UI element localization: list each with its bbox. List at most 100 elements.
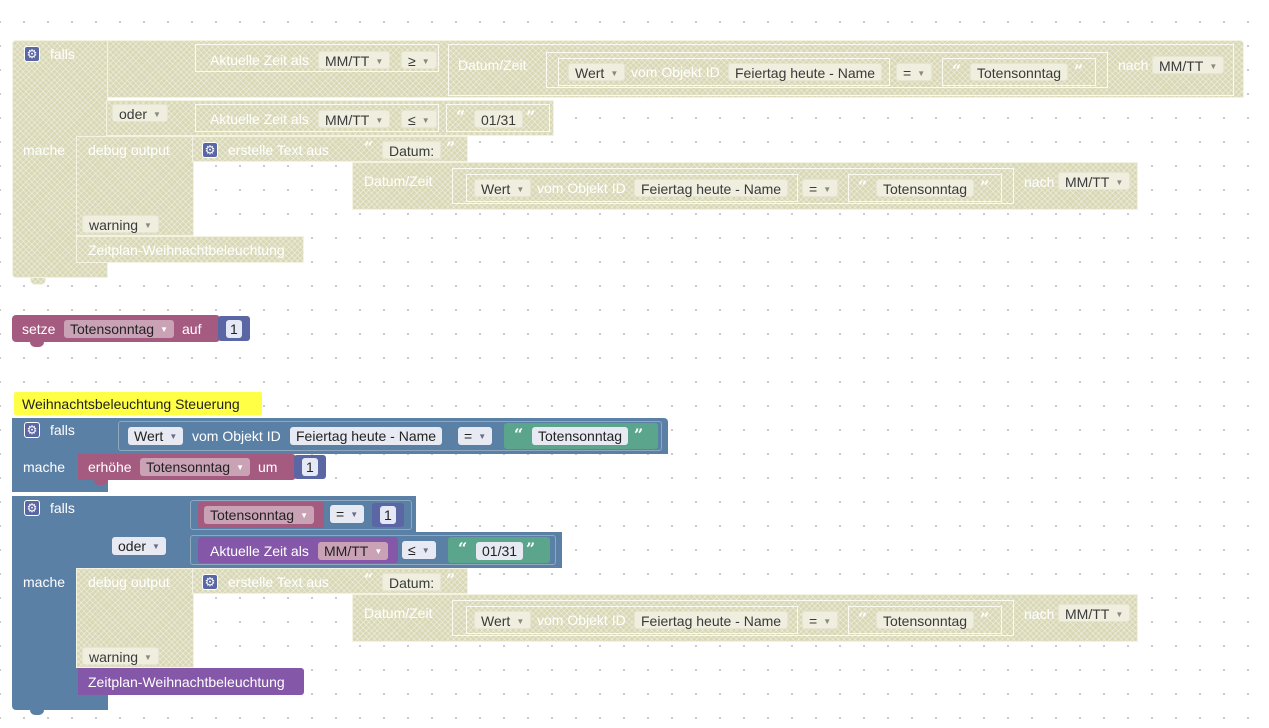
- object-id-label: vom Objekt ID: [192, 428, 281, 444]
- text-value-field[interactable]: Totensonntag: [876, 611, 975, 629]
- operator-ge-dropdown[interactable]: ≥▼: [401, 51, 437, 69]
- date-time-label: Datum/Zeit: [364, 605, 433, 621]
- mache-label: mache: [23, 142, 66, 158]
- text-value-field[interactable]: Datum:: [382, 141, 442, 159]
- wert-dropdown[interactable]: Wert▼: [474, 611, 532, 629]
- dropdown-arrow-icon: ▼: [153, 110, 161, 119]
- compare-block-le[interactable]: [195, 104, 439, 132]
- open-quote-icon: “: [456, 107, 466, 126]
- number-field[interactable]: 1: [226, 320, 242, 338]
- falls-label: falls: [50, 422, 75, 438]
- dropdown-arrow-icon: ▼: [152, 542, 160, 551]
- or-dropdown[interactable]: oder▼: [112, 104, 168, 122]
- operator-eq-dropdown[interactable]: =▼: [896, 63, 933, 81]
- debug-output-label: debug output: [88, 142, 170, 158]
- comment-bubble[interactable]: Weihnachtsbeleuchtung Steuerung: [14, 392, 262, 415]
- gear-icon[interactable]: ⚙: [202, 142, 218, 158]
- text-value-field[interactable]: Datum:: [382, 573, 442, 591]
- number-field[interactable]: 1: [380, 506, 396, 524]
- wert-dropdown[interactable]: Wert▼: [568, 63, 626, 81]
- variable-dropdown[interactable]: Totensonntag▼: [204, 506, 314, 524]
- open-quote-icon: “: [858, 609, 868, 628]
- format-dropdown[interactable]: MM/TT▼: [1058, 172, 1131, 190]
- dropdown-arrow-icon: ▼: [1209, 62, 1218, 71]
- falls-label: falls: [50, 500, 75, 516]
- block-connector-nub: [94, 479, 108, 485]
- close-quote-icon: ”: [446, 138, 456, 157]
- wert-dropdown[interactable]: Wert▼: [128, 427, 184, 445]
- level-dropdown[interactable]: warning▼: [82, 647, 159, 665]
- dropdown-arrow-icon: ▼: [516, 185, 525, 194]
- dropdown-arrow-icon: ▼: [144, 221, 152, 230]
- operator-eq-dropdown[interactable]: =▼: [458, 427, 493, 445]
- dropdown-arrow-icon: ▼: [421, 546, 430, 555]
- mache-label: mache: [23, 459, 66, 475]
- close-quote-icon: ”: [526, 107, 536, 126]
- operator-eq-dropdown[interactable]: =▼: [802, 179, 839, 197]
- schedule-text-block: [76, 236, 304, 263]
- dropdown-arrow-icon: ▼: [421, 116, 430, 125]
- block-connector-nub: [30, 277, 46, 285]
- close-quote-icon: ”: [980, 177, 990, 196]
- dropdown-arrow-icon: ▼: [374, 547, 383, 556]
- object-id-label: vom Objekt ID: [537, 180, 626, 196]
- open-quote-icon: “: [364, 138, 374, 157]
- nach-label: nach: [1024, 606, 1055, 622]
- variable-dropdown[interactable]: Totensonntag▼: [64, 320, 174, 338]
- open-quote-icon: “: [458, 539, 468, 558]
- dropdown-arrow-icon: ▼: [421, 57, 430, 66]
- comment-text: Weihnachtsbeleuchtung Steuerung: [22, 396, 240, 412]
- dropdown-arrow-icon: ▼: [917, 69, 926, 78]
- object-id-field[interactable]: Feiertag heute - Name: [634, 611, 789, 629]
- format-dropdown[interactable]: MM/TT▼: [318, 110, 391, 128]
- format-dropdown[interactable]: MM/TT▼: [1152, 56, 1225, 74]
- format-dropdown[interactable]: MM/TT▼: [318, 51, 391, 69]
- schedule-text-block[interactable]: [78, 668, 304, 695]
- open-quote-icon: “: [514, 425, 524, 444]
- nach-label: nach: [1024, 174, 1055, 190]
- dropdown-arrow-icon: ▼: [610, 69, 619, 78]
- dropdown-arrow-icon: ▼: [823, 617, 832, 626]
- text-value-field[interactable]: 01/31: [474, 110, 524, 128]
- variable-dropdown[interactable]: Totensonntag▼: [140, 458, 250, 476]
- dropdown-arrow-icon: ▼: [1115, 610, 1124, 619]
- object-id-label: vom Objekt ID: [631, 64, 720, 80]
- gear-icon[interactable]: ⚙: [24, 422, 40, 438]
- dropdown-arrow-icon: ▼: [478, 432, 487, 441]
- level-dropdown[interactable]: warning▼: [82, 215, 159, 233]
- current-time-label: Aktuelle Zeit als: [210, 52, 309, 68]
- object-id-label: vom Objekt ID: [537, 612, 626, 628]
- dropdown-arrow-icon: ▼: [823, 185, 832, 194]
- operator-le-dropdown[interactable]: ≤▼: [402, 541, 436, 559]
- open-quote-icon: “: [858, 177, 868, 196]
- text-value-field[interactable]: 01/31: [476, 542, 524, 560]
- text-value-field[interactable]: Totensonntag: [970, 63, 1069, 81]
- operator-eq-dropdown[interactable]: =▼: [330, 505, 365, 523]
- format-dropdown[interactable]: MM/TT▼: [1058, 604, 1131, 622]
- current-time-label: Aktuelle Zeit als: [210, 543, 309, 559]
- gear-icon[interactable]: ⚙: [24, 46, 40, 62]
- object-id-field[interactable]: Feiertag heute - Name: [290, 427, 443, 445]
- gear-icon[interactable]: ⚙: [202, 574, 218, 590]
- dropdown-arrow-icon: ▼: [236, 463, 244, 472]
- close-quote-icon: ”: [1074, 61, 1084, 80]
- block-connector-nub: [30, 709, 44, 715]
- debug-output-label: debug output: [88, 574, 170, 590]
- object-id-field[interactable]: Feiertag heute - Name: [728, 63, 883, 81]
- mache-label: mache: [23, 574, 66, 590]
- gear-icon[interactable]: ⚙: [24, 500, 40, 516]
- operator-le-dropdown[interactable]: ≤▼: [401, 110, 437, 128]
- format-dropdown[interactable]: MM/TT▼: [318, 542, 389, 560]
- setze-label: setze: [22, 321, 56, 337]
- compare-block-ge[interactable]: [195, 44, 439, 72]
- current-time-label: Aktuelle Zeit als: [210, 111, 309, 127]
- object-id-field[interactable]: Feiertag heute - Name: [634, 179, 789, 197]
- wert-dropdown[interactable]: Wert▼: [474, 179, 532, 197]
- operator-eq-dropdown[interactable]: =▼: [802, 611, 839, 629]
- text-value-field[interactable]: Totensonntag: [876, 179, 975, 197]
- number-field[interactable]: 1: [302, 458, 318, 476]
- or-dropdown[interactable]: oder▼: [112, 537, 166, 555]
- text-value-field[interactable]: Totensonntag: [532, 427, 629, 445]
- dropdown-arrow-icon: ▼: [144, 653, 152, 662]
- nach-label: nach: [1118, 57, 1149, 73]
